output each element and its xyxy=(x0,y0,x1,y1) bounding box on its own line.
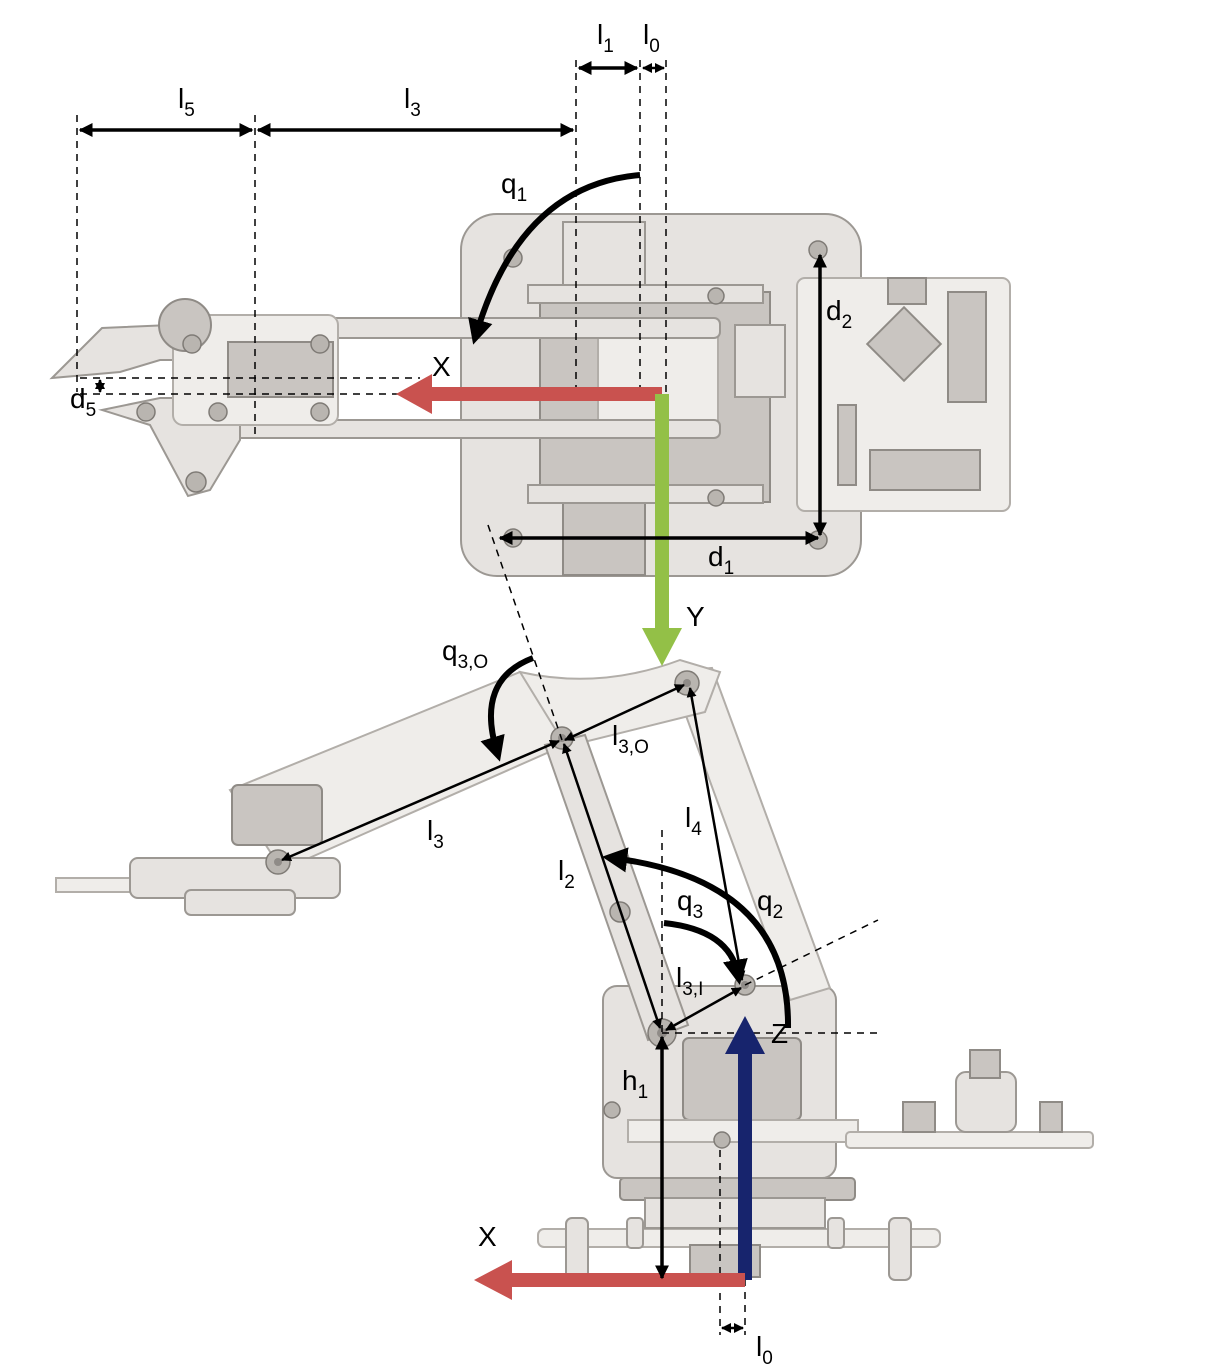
side-gripper-servo xyxy=(231,784,323,846)
side-foot-left xyxy=(565,1217,589,1281)
label-x-top: X xyxy=(432,351,451,382)
q3-arc xyxy=(663,920,748,985)
board-header-left xyxy=(837,404,857,486)
side-foot-right xyxy=(888,1217,912,1281)
side-board xyxy=(845,1131,1094,1149)
label-d1: d1 xyxy=(708,541,734,579)
side-board-component-4 xyxy=(1039,1101,1063,1133)
joint-angle-arcs xyxy=(468,172,792,1029)
label-l1: l1 xyxy=(597,19,614,57)
board-header-bottom xyxy=(869,449,981,491)
label-l5: l5 xyxy=(178,83,195,121)
label-q3: q3 xyxy=(677,885,703,923)
side-view-robot xyxy=(55,658,1094,1281)
label-l3-top: l3 xyxy=(404,83,421,121)
label-l4: l4 xyxy=(685,802,702,840)
q2-arc xyxy=(601,847,792,1029)
label-l3i: l3,I xyxy=(676,962,703,1000)
side-base-stack xyxy=(619,1177,856,1201)
label-q3o: q3,O xyxy=(442,635,488,673)
top-crossbar-1 xyxy=(527,284,764,304)
q3o-arc xyxy=(480,655,535,762)
axes xyxy=(396,374,765,1300)
side-foot-mid-right xyxy=(827,1217,845,1249)
top-servo-tab xyxy=(734,324,786,398)
label-l2: l2 xyxy=(558,855,575,893)
guide-lines xyxy=(76,60,880,1335)
label-z: Z xyxy=(771,1018,788,1049)
label-q1: q1 xyxy=(501,168,527,206)
side-board-component-2 xyxy=(955,1071,1017,1133)
side-foot-mid-left xyxy=(626,1217,644,1249)
side-base-stack-2 xyxy=(644,1197,826,1229)
top-x-axis-head xyxy=(396,374,432,414)
dimension-arrows xyxy=(78,61,827,1333)
q1-arc xyxy=(468,172,641,345)
label-l3-side: l3 xyxy=(427,815,444,853)
z-axis-head xyxy=(725,1016,765,1054)
label-d5: d5 xyxy=(70,383,96,421)
label-l0-top: l0 xyxy=(643,19,660,57)
y-axis-head xyxy=(642,628,682,666)
side-gripper-claw xyxy=(184,889,296,916)
side-board-component-1 xyxy=(902,1101,936,1133)
top-crossbar-2 xyxy=(527,484,764,504)
bottom-x-axis-head xyxy=(474,1260,512,1300)
label-q2: q2 xyxy=(757,885,783,923)
side-board-component-3 xyxy=(969,1049,1001,1079)
controller-chip xyxy=(865,305,943,383)
label-y: Y xyxy=(686,601,705,632)
board-header-top xyxy=(947,291,987,403)
label-x-bottom: X xyxy=(478,1221,497,1252)
label-l0-bottom: l0 xyxy=(756,1331,773,1368)
labels: l5 l3 l1 l0 q1 d2 d1 d5 X Y q3,O l3,O l3… xyxy=(70,19,852,1368)
top-view-robot xyxy=(49,213,1011,577)
usb-port xyxy=(887,277,927,305)
label-l3o: l3,O xyxy=(612,720,649,758)
label-d2: d2 xyxy=(826,295,852,333)
label-h1: h1 xyxy=(622,1065,648,1103)
